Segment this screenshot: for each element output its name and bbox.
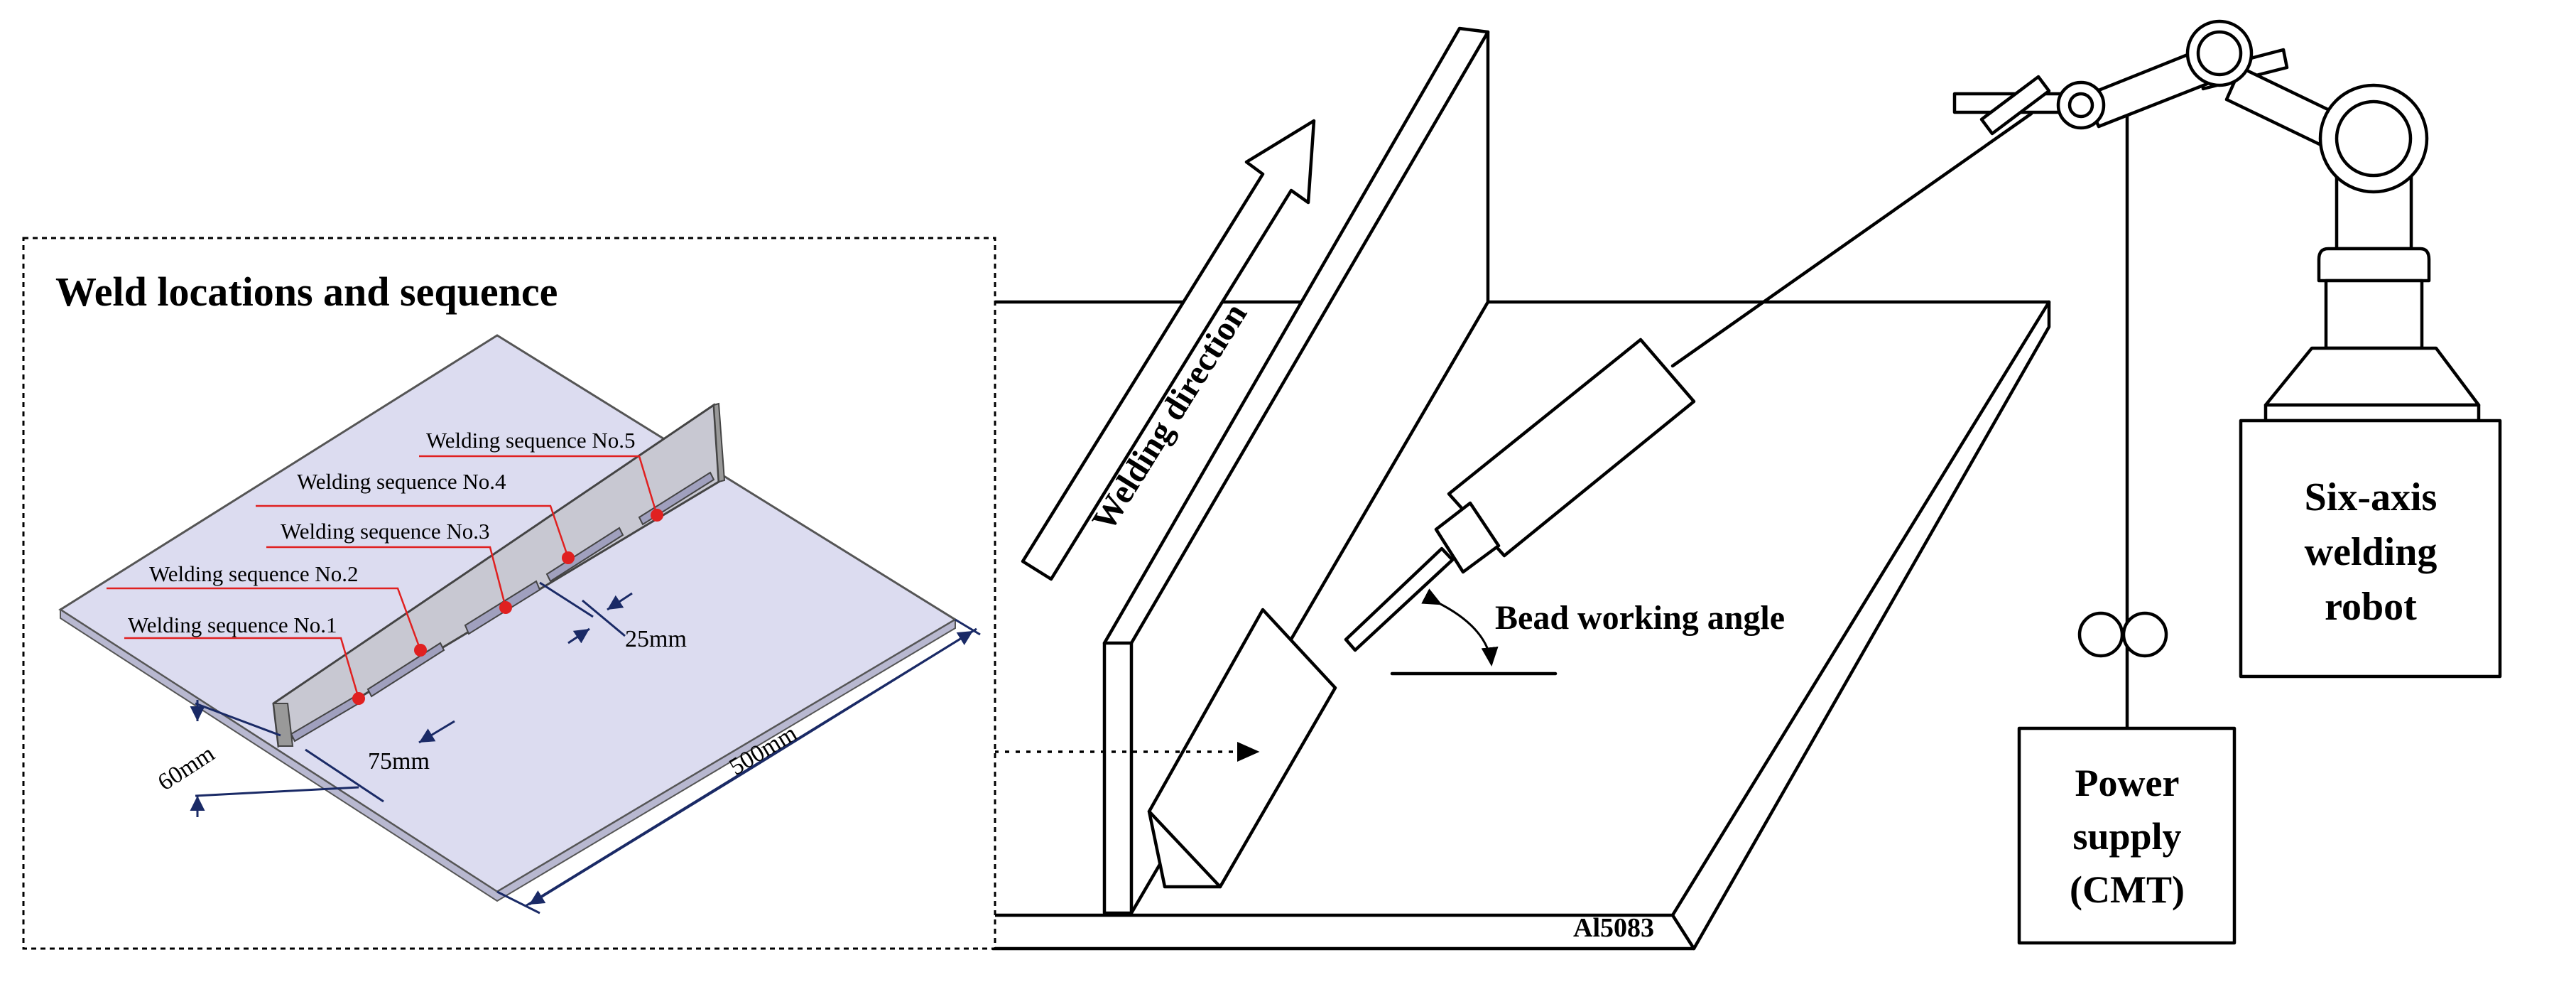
power-supply-line-3: (CMT) (2070, 868, 2185, 911)
weld-point-4 (562, 551, 575, 564)
vertical-plate (1102, 26, 1490, 915)
sequence-label-2: Welding sequence No.2 (149, 561, 359, 586)
wire-feed-roller-right (2121, 611, 2168, 658)
welding-direction-arrow (1021, 119, 1316, 581)
welding-torch (1344, 112, 2033, 652)
power-supply-box (2017, 726, 2237, 945)
sequence-label-3: Welding sequence No.3 (281, 519, 490, 544)
inset-dimensions (190, 581, 981, 914)
setup-drawing: Al5083 Welding direction Bead working an… (991, 19, 2502, 951)
wire-feed-roller-left (2077, 611, 2124, 658)
dimension-spacing-label: 25mm (625, 626, 687, 652)
weld-point-5 (651, 509, 663, 522)
weld-point-3 (499, 601, 512, 614)
inset-panel: Weld locations and sequence (22, 237, 996, 950)
robot-label-line-2: welding (2305, 530, 2438, 574)
base-plate-right-edge (1670, 300, 2051, 917)
six-axis-robot (1952, 19, 2502, 679)
weld-point-2 (414, 644, 427, 657)
material-label: Al5083 (1573, 913, 1654, 943)
sequence-label-5: Welding sequence No.5 (426, 428, 636, 453)
sequence-label-1: Welding sequence No.1 (128, 613, 337, 637)
robot-label-line-1: Six-axis (2305, 475, 2438, 519)
sequence-label-4: Welding sequence No.4 (297, 469, 506, 494)
bead-angle-label: Bead working angle (1495, 599, 1785, 637)
bead-angle-arc (1421, 588, 1499, 667)
base-plate (991, 300, 2051, 951)
weld-point-1 (352, 692, 365, 705)
power-supply-line-2: supply (2072, 815, 2181, 858)
power-supply-line-1: Power (2075, 762, 2180, 804)
dimension-weld-length-label: 75mm (368, 748, 430, 775)
inset-title: Weld locations and sequence (55, 269, 558, 315)
robot-label-line-3: robot (2325, 585, 2417, 629)
inset-leader-lines (107, 455, 658, 699)
